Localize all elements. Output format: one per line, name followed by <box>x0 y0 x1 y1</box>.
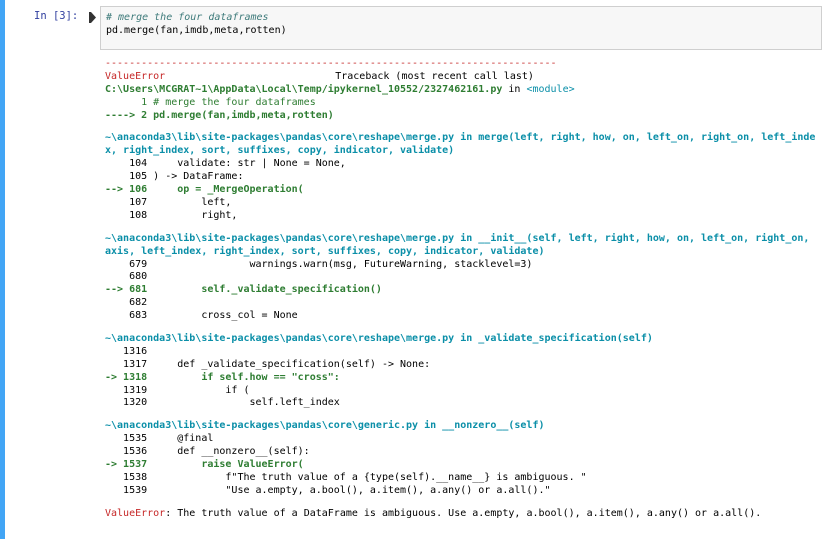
frame4-line-1320: 1320 self.left_index <box>105 397 340 409</box>
final-error-message: ValueError: The truth value of a DataFra… <box>105 508 817 521</box>
frame4-line-1319: 1319 if ( <box>105 384 250 396</box>
error-output: ----------------------------------------… <box>105 58 817 521</box>
frame2-line-107: 107 left, <box>105 196 232 208</box>
frame1-in: in <box>502 83 527 95</box>
frame2-line-108: 108 right, <box>105 209 238 221</box>
code-input-area[interactable]: # merge the four dataframes pd.merge(fan… <box>100 6 822 50</box>
code-line-merge: pd.merge(fan,imdb,meta,rotten) <box>106 24 287 36</box>
frame5-line-1536: 1536 def __nonzero__(self): <box>105 446 310 458</box>
frame5-line-1539: 1539 "Use a.empty, a.bool(), a.item(), a… <box>105 484 551 496</box>
traceback-separator: ----------------------------------------… <box>105 58 557 69</box>
final-exception-name: ValueError <box>105 507 166 519</box>
frame5-line-1538: 1538 f"The truth value of a {type(self).… <box>105 471 587 483</box>
frame3-line-681: --> 681 self._validate_specification() <box>105 284 382 296</box>
frame3-line-679: 679 warnings.warn(msg, FutureWarning, st… <box>105 258 533 270</box>
frame2-line-105: 105 ) -> DataFrame: <box>105 171 244 183</box>
selected-cell-indicator <box>0 0 5 539</box>
frame1-line-1: 1 # merge the four dataframes <box>105 96 316 108</box>
frame1-func: <module> <box>526 83 575 95</box>
code-line-comment: # merge the four dataframes <box>106 12 269 23</box>
frame5-line-1535: 1535 @final <box>105 433 214 445</box>
run-cell-icon[interactable] <box>89 12 96 23</box>
frame4-line-1317: 1317 def _validate_specification(self) -… <box>105 358 431 370</box>
frame1-line-2: ----> 2 pd.merge(fan,imdb,meta,rotten) <box>105 109 334 121</box>
frame3-line-683: 683 cross_col = None <box>105 310 298 322</box>
frame1-path: C:\Users\MCGRAT~1\AppData\Local\Temp/ipy… <box>105 83 503 95</box>
frame2-line-104: 104 validate: str | None = None, <box>105 158 346 170</box>
cell-prompt: In [3]: <box>34 10 79 22</box>
frame2-header: ~\anaconda3\lib\site-packages\pandas\cor… <box>105 132 816 157</box>
traceback-header: ValueError Traceback (most recent call la… <box>105 71 817 84</box>
exception-name: ValueError <box>105 70 166 82</box>
frame3-line-680: 680 <box>105 271 154 283</box>
frame5-line-1537: -> 1537 raise ValueError( <box>105 459 304 470</box>
final-exception-text: : The truth value of a DataFrame is ambi… <box>165 507 762 519</box>
frame4-line-1316: 1316 <box>105 345 154 357</box>
frame4-line-1318: -> 1318 if self.how == "cross": <box>105 371 340 383</box>
traceback-label: Traceback (most recent call last) <box>335 70 534 82</box>
frame5-header: ~\anaconda3\lib\site-packages\pandas\cor… <box>105 420 545 432</box>
frame3-line-682: 682 <box>105 297 154 309</box>
frame1-header: C:\Users\MCGRAT~1\AppData\Local\Temp/ipy… <box>105 84 817 97</box>
frame4-header: ~\anaconda3\lib\site-packages\pandas\cor… <box>105 332 653 344</box>
frame2-line-106: --> 106 op = _MergeOperation( <box>105 184 304 196</box>
frame3-header: ~\anaconda3\lib\site-packages\pandas\cor… <box>105 232 810 257</box>
